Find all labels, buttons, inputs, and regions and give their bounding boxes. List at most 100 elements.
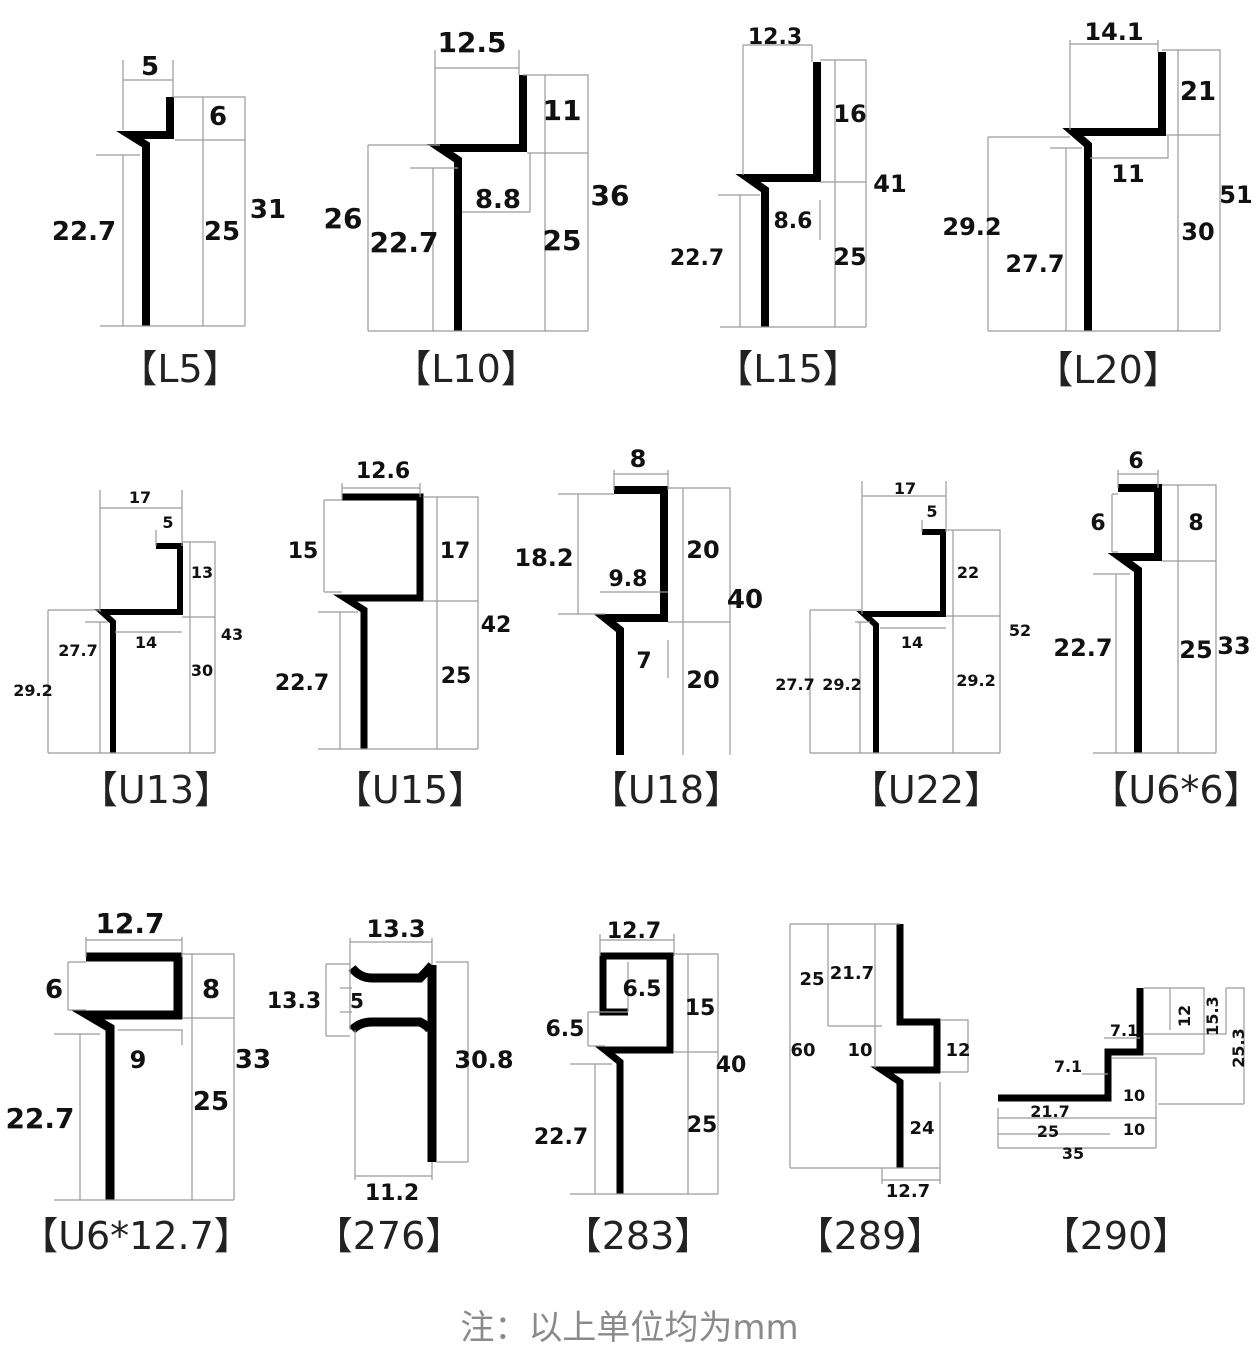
profile-U15-dimension: 17 — [440, 539, 471, 564]
profile-289-dim-lines — [789, 923, 969, 1184]
profile-U6x12.7-dimension: 6 — [45, 975, 63, 1005]
profile-U22-dimension: 52 — [1009, 621, 1031, 640]
profile-276-dimension: 13.3 — [267, 989, 321, 1014]
profile-L15-dim-lines — [718, 44, 867, 328]
profile-U6x6-dimension: 8 — [1188, 511, 1203, 536]
profile-L20-dimension: 14.1 — [1084, 18, 1143, 46]
profile-283-dimension: 25 — [687, 1113, 718, 1138]
profile-U22-dimension: 5 — [926, 502, 937, 521]
profile-U22-drawing — [809, 481, 1001, 754]
profile-U6x12.7-drawing — [54, 937, 235, 1201]
profile-L15-dimension: 16 — [833, 100, 866, 128]
profile-276-drawing — [325, 938, 469, 1180]
profile-276-dimension: 5 — [350, 989, 364, 1013]
profile-U13-dimension: 13 — [191, 563, 213, 582]
profile-290-dim-lines — [997, 987, 1245, 1149]
profile-U18-drawing — [558, 470, 731, 755]
profile-names: 【L5】【L10】【L15】【L20】【U13】【U15】【U18】【U22】【… — [20, 347, 1259, 1258]
profile-L10-drawing — [367, 50, 589, 332]
profile-U13-dimension: 14 — [135, 633, 157, 652]
profile-U22-dim-lines — [809, 481, 1001, 754]
profile-283-dimension: 12.7 — [607, 919, 661, 944]
profile-U6x6-label: 【U6*6】 — [1090, 768, 1259, 812]
profile-L5-dimension: 22.7 — [52, 217, 116, 247]
profile-L10-dimension: 8.8 — [475, 185, 521, 215]
profile-276-dimension: 11.2 — [365, 1181, 419, 1206]
profile-L5-label: 【L5】 — [119, 347, 240, 391]
profile-U18-dimension: 9.8 — [609, 567, 648, 592]
profile-L10-dimension: 36 — [591, 179, 630, 212]
profile-290-drawing — [997, 987, 1245, 1149]
unit-note: 注：以上单位均为mm — [460, 1308, 799, 1348]
profile-U18-dimension: 7 — [636, 649, 651, 674]
profile-290-dimension: 10 — [1123, 1086, 1145, 1105]
profile-L5-drawing — [96, 60, 246, 327]
profile-U15-dimension: 12.6 — [356, 459, 410, 484]
profile-283-dimension: 22.7 — [534, 1125, 588, 1150]
profile-U22-dimension: 22 — [957, 563, 979, 582]
profile-U6x12.7-dim-lines — [54, 937, 235, 1201]
profile-U6x6-drawing — [1093, 470, 1217, 754]
profile-U6x12.7-dimension: 9 — [130, 1046, 147, 1074]
profile-L20-dimension: 29.2 — [942, 213, 1001, 241]
profile-U15-dimension: 15 — [288, 539, 319, 564]
profile-L5-dim-lines — [96, 60, 246, 327]
profile-276-label: 【276】 — [315, 1214, 464, 1258]
profile-U6x6-dimension: 22.7 — [1053, 634, 1112, 662]
profile-U18-dimension: 20 — [686, 536, 719, 564]
profile-U13-drawing — [47, 490, 216, 754]
profile-U15-dimension: 42 — [481, 613, 512, 638]
profile-276-dim-lines — [325, 938, 469, 1180]
profile-289-label: 【289】 — [796, 1214, 945, 1258]
profile-283-drawing — [570, 934, 719, 1195]
profile-L15-dimension: 12.3 — [748, 25, 802, 50]
profile-L20-outline — [1062, 52, 1166, 331]
profile-U6x12.7-outline — [71, 952, 183, 1200]
profile-U18-outline — [593, 486, 668, 755]
profile-U18-dimension: 20 — [686, 666, 719, 694]
profile-L10-dimension: 26 — [324, 202, 363, 235]
profile-289-dimension: 12 — [945, 1040, 970, 1061]
profile-L10-outline — [426, 75, 527, 331]
profile-U15-dim-lines — [318, 483, 479, 750]
profile-U18-dimension: 18.2 — [514, 544, 573, 572]
profile-L20-drawing — [987, 40, 1221, 332]
profile-U18-dimension: 40 — [727, 585, 763, 615]
profile-U22-dimension: 29.2 — [822, 675, 861, 694]
profile-U6x6-dimension: 6 — [1090, 511, 1105, 536]
profile-290-dimension: 15.3 — [1203, 996, 1222, 1035]
profile-283-dimension: 15 — [685, 996, 716, 1021]
profile-U13-dimension: 17 — [129, 488, 151, 507]
profile-289-dimension: 60 — [790, 1040, 815, 1061]
profile-290-dimension: 7.1 — [1054, 1057, 1082, 1076]
profile-U6x12.7-dimension: 12.7 — [95, 907, 164, 940]
profile-U15-label: 【U15】 — [334, 768, 486, 812]
profile-290-dimension: 7.1 — [1110, 1021, 1138, 1040]
profile-L20-dimension: 51 — [1219, 181, 1252, 209]
profile-U6x6-dimension: 6 — [1128, 449, 1143, 474]
profile-283-dimension: 40 — [716, 1053, 747, 1078]
profile-L5-dimension: 5 — [141, 52, 159, 82]
profile-U15-dimension: 22.7 — [275, 671, 329, 696]
profile-L20-dim-lines — [987, 40, 1221, 332]
profile-283-outline — [595, 952, 674, 1194]
profile-289-dimension: 25 — [799, 969, 824, 990]
profile-290-dimension: 25.3 — [1229, 1028, 1248, 1067]
profile-L20-dimension: 11 — [1111, 160, 1144, 188]
profile-L15-dimension: 22.7 — [670, 246, 724, 271]
profile-U15-drawing — [318, 483, 479, 750]
profile-U15-dimension: 25 — [441, 664, 472, 689]
profile-283-dim-lines — [570, 934, 719, 1195]
profile-L20-dimension: 21 — [1180, 77, 1216, 107]
profile-289-dimension: 21.7 — [830, 963, 874, 984]
profile-U13-dimension: 5 — [162, 513, 173, 532]
profile-L15-label: 【L15】 — [715, 347, 861, 391]
profile-276-dimension: 13.3 — [366, 915, 425, 943]
profile-283-label: 【283】 — [564, 1214, 713, 1258]
profile-L5-dimension: 25 — [204, 217, 240, 247]
profile-L15-dimension: 41 — [873, 170, 906, 198]
profile-290-dimension: 21.7 — [1030, 1102, 1069, 1121]
profile-U15-outline — [332, 493, 424, 749]
profile-U13-outline — [94, 543, 183, 753]
